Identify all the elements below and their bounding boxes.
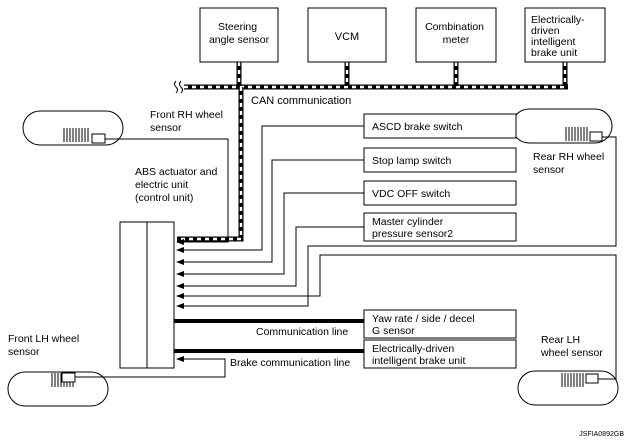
brake-communication-line-label: Brake communication line bbox=[230, 357, 350, 369]
line-master-cylinder-sensor bbox=[176, 226, 364, 289]
line-vdc-off-switch bbox=[176, 192, 364, 277]
box-master-cylinder-pressure-sensor: Master cylinder pressure sensor2 bbox=[363, 212, 517, 242]
top-box-electrically-driven-brake-unit: Electrically- driven intelligent brake u… bbox=[524, 7, 606, 63]
top-box-combination-meter: Combination meter bbox=[415, 7, 497, 63]
wheel-sensor-icon bbox=[61, 372, 76, 383]
can-bus bbox=[174, 80, 568, 94]
rear-rh-wheel bbox=[511, 108, 613, 144]
front-lh-wheel-sensor-label: Front LH wheel sensor bbox=[8, 333, 82, 358]
top-box-label: Steering angle sensor bbox=[209, 21, 270, 46]
box-ascd-brake-switch: ASCD brake switch bbox=[363, 113, 517, 139]
figure-id: JSFIA0892GB bbox=[579, 431, 624, 438]
box-vdc-off-switch: VDC OFF switch bbox=[363, 180, 517, 206]
communication-lines bbox=[174, 319, 364, 353]
svg-text:Yaw rate / side / decel: Yaw rate / side / decel G sensor bbox=[372, 313, 477, 337]
front-rh-wheel-sensor-label: Front RH wheel sensor bbox=[150, 109, 226, 134]
can-drops bbox=[236, 62, 568, 86]
svg-text:VDC OFF switch: VDC OFF switch bbox=[372, 188, 450, 200]
line-rear-lh-wheel-sensor bbox=[176, 254, 617, 380]
rear-lh-wheel bbox=[517, 370, 619, 406]
box-yaw-rate-sensor: Yaw rate / side / decel G sensor bbox=[363, 309, 517, 339]
svg-text:Stop lamp switch: Stop lamp switch bbox=[372, 155, 452, 167]
rear-lh-wheel-sensor-label: Rear LH wheel sensor bbox=[540, 334, 603, 359]
line-stop-lamp-switch bbox=[176, 159, 364, 265]
front-rh-wheel bbox=[22, 110, 124, 146]
communication-line-label: Communication line bbox=[256, 326, 348, 338]
front-lh-wheel bbox=[7, 371, 109, 407]
abs-unit-label: ABS actuator and electric unit (control … bbox=[135, 166, 220, 204]
svg-text:Electrically-driven inte: Electrically-driven intelligent brake un… bbox=[372, 343, 465, 367]
box-stop-lamp-switch: Stop lamp switch bbox=[363, 147, 517, 173]
top-box-label: VCM bbox=[335, 31, 359, 43]
wheel-sensor-icon bbox=[585, 373, 599, 384]
top-box-label: Electrically- driven intelligent brake u… bbox=[531, 14, 588, 59]
line-front-lh-wheel-sensor bbox=[75, 356, 226, 378]
box-electrically-driven-brake-unit: Electrically-driven intelligent brake un… bbox=[363, 339, 517, 369]
can-bus-break bbox=[179, 80, 183, 94]
can-to-abs bbox=[177, 87, 244, 242]
line-rear-rh-wheel-sensor bbox=[176, 136, 617, 309]
line-front-rh-wheel-sensor bbox=[105, 138, 229, 245]
can-communication-label: CAN communication bbox=[251, 95, 351, 107]
rear-rh-wheel-sensor-label: Rear RH wheel sensor bbox=[533, 151, 607, 176]
top-box-label: Combination meter bbox=[425, 21, 487, 46]
abs-actuator-unit bbox=[119, 221, 175, 369]
line-ascd-brake-switch bbox=[176, 125, 364, 253]
wheel-sensor-icon bbox=[91, 133, 106, 144]
svg-text:ASCD brake switch: ASCD brake switch bbox=[372, 121, 463, 133]
svg-text:Master cylinder pressure: Master cylinder pressure sensor2 bbox=[372, 216, 453, 240]
top-box-steering-angle-sensor: Steering angle sensor bbox=[199, 7, 279, 63]
wheel-sensor-icon bbox=[589, 131, 603, 142]
top-box-vcm: VCM bbox=[307, 7, 387, 63]
signal-lines bbox=[75, 125, 617, 380]
